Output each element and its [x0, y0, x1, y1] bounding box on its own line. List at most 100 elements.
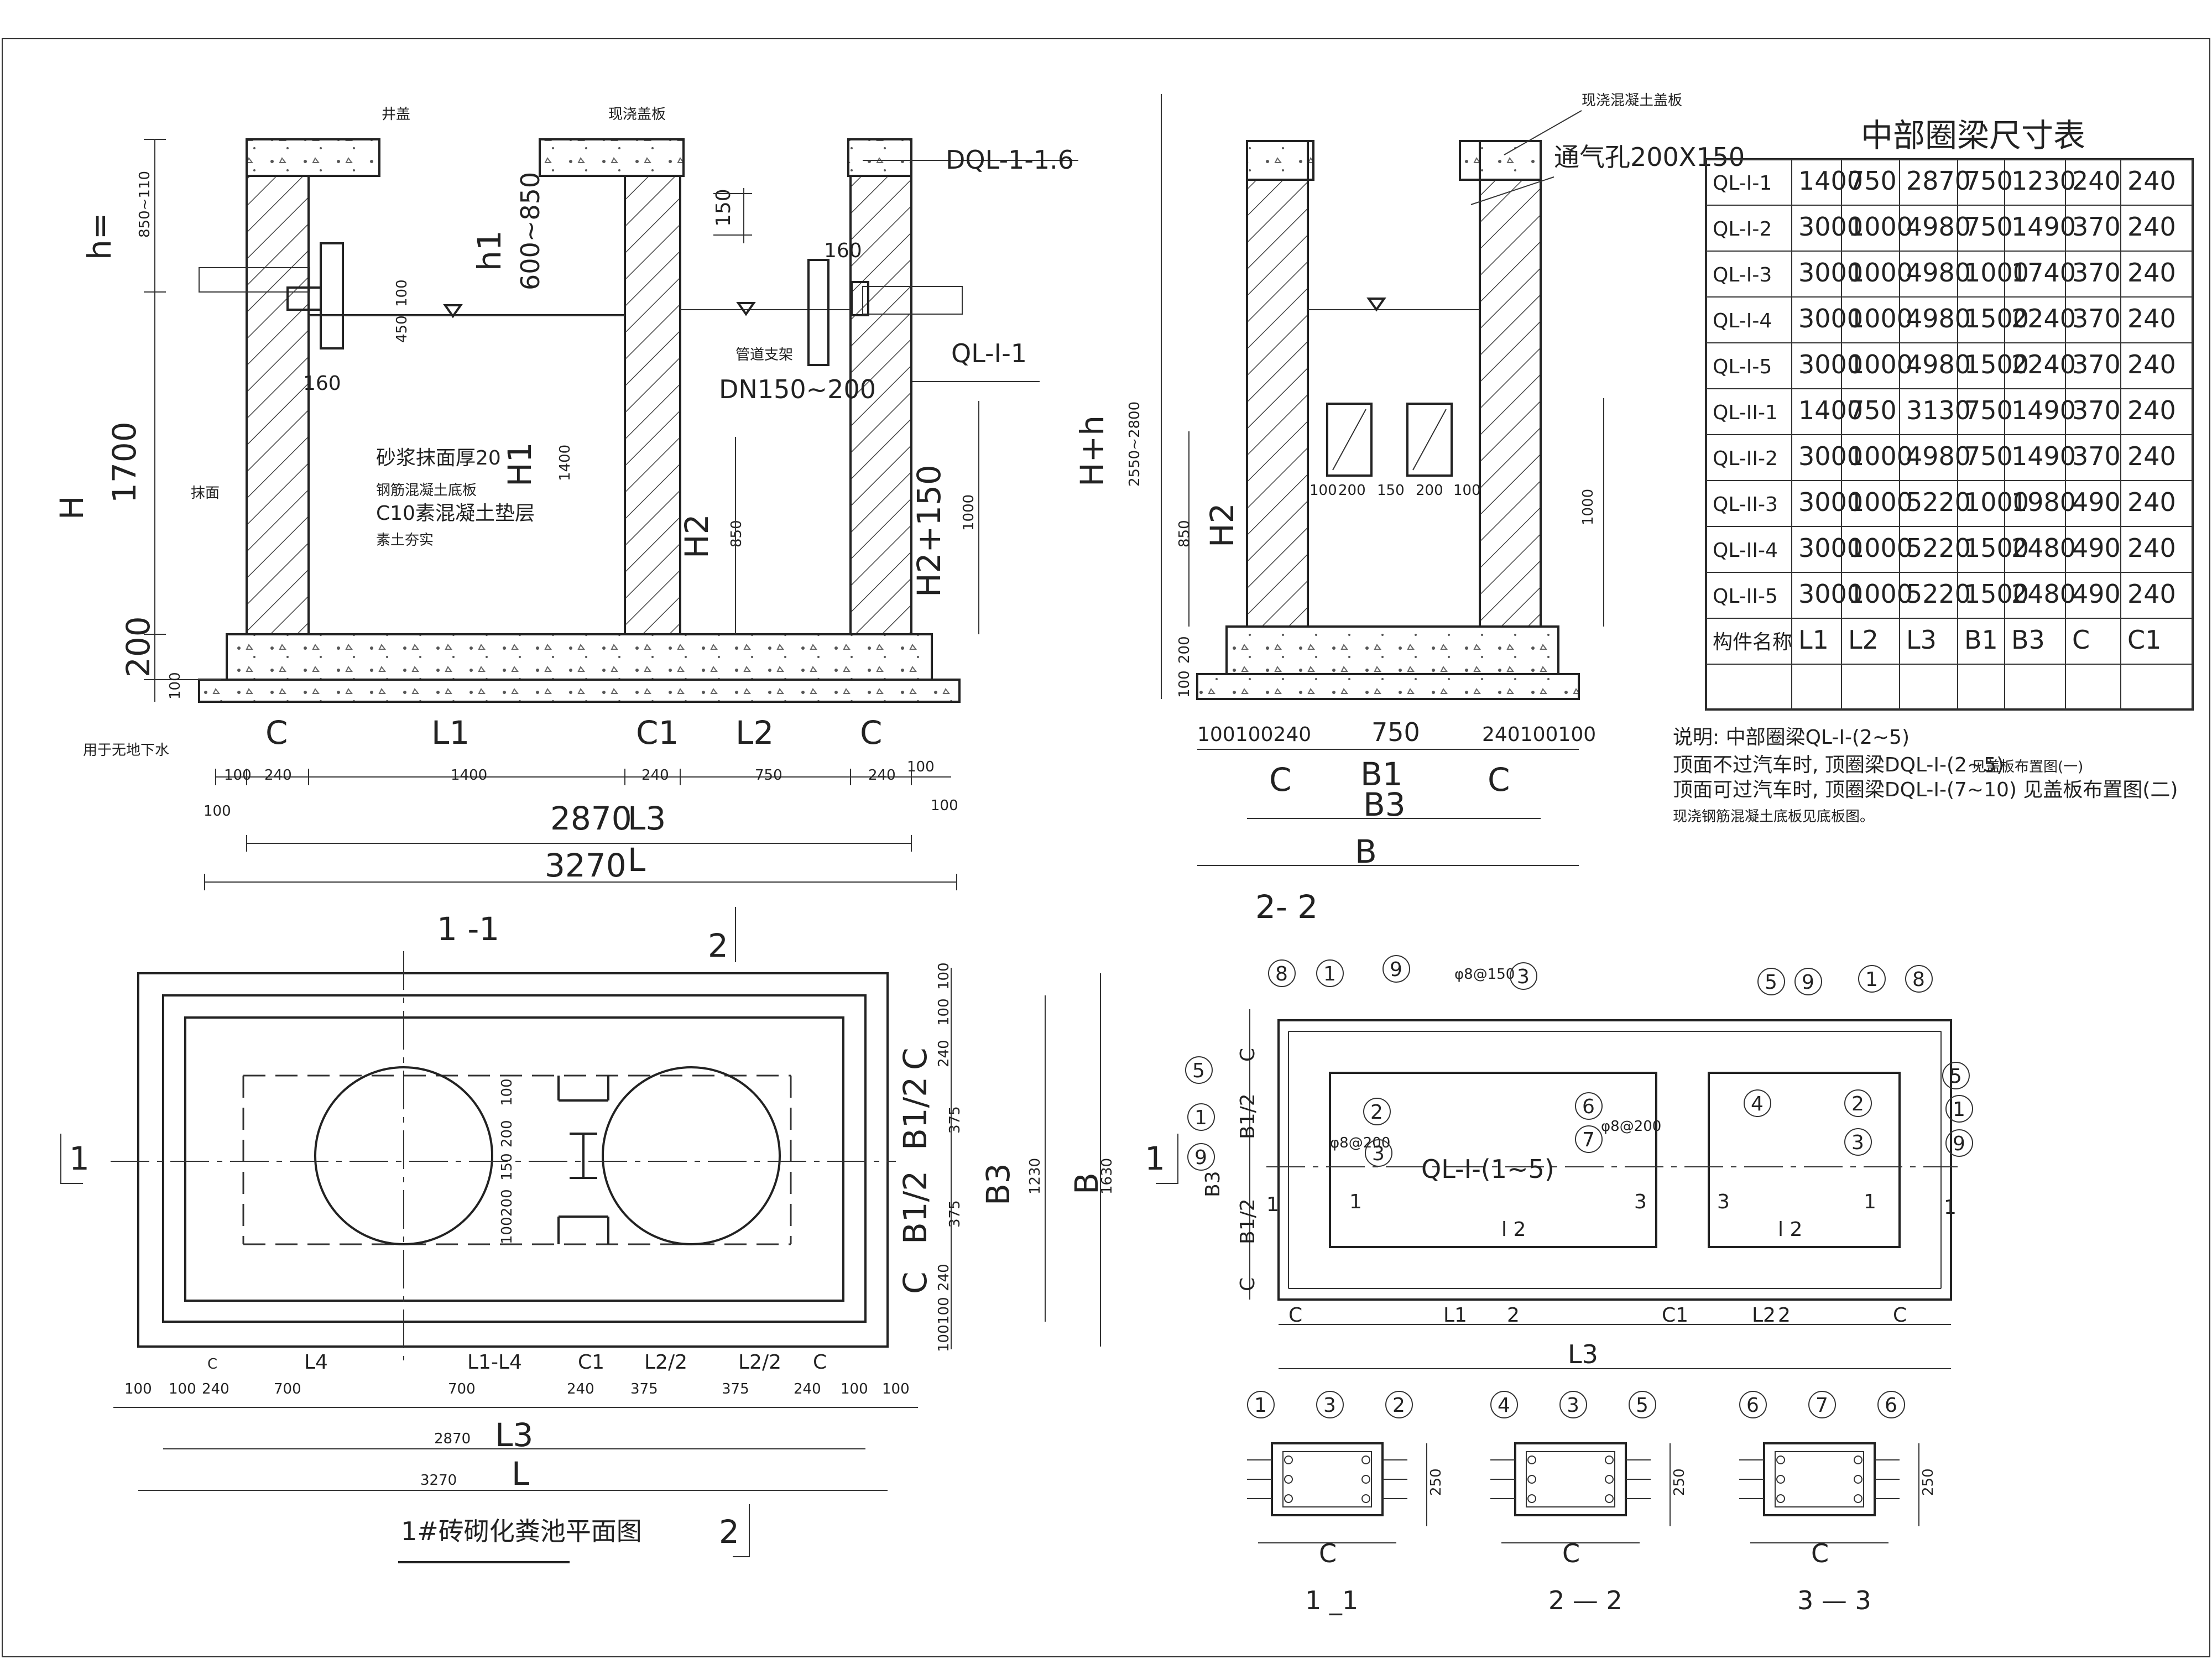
svg-text:9: 9 — [1953, 1133, 1965, 1155]
table-cell: 1000 — [1964, 258, 2029, 288]
d-100c: 100 — [204, 803, 231, 820]
table-cell: 750 — [1848, 395, 1897, 425]
s22-label-slab: 现浇混凝土盖板 — [1582, 92, 1682, 109]
left-cover-cap — [246, 138, 380, 177]
beam-marker: 7 — [1815, 1394, 1828, 1417]
table-cell: 1400 — [1798, 166, 1863, 196]
open-100a: 100 — [1310, 482, 1337, 499]
plan-h-700b: 700 — [448, 1381, 476, 1397]
plan-v-200b: 200 — [499, 1189, 515, 1217]
s22-b-B1: B1 — [1360, 755, 1403, 793]
ring-cut1a: 1 — [1266, 1193, 1279, 1216]
table-cell: 2240 — [2011, 304, 2076, 333]
table-cell: 1490 — [2011, 212, 2076, 242]
plan-h-375a: 375 — [630, 1381, 658, 1397]
table-cell: 1490 — [2011, 441, 2076, 471]
table-cell: 3000 — [1798, 441, 1863, 471]
table-cell: 750 — [1964, 166, 2013, 196]
d-100d: 100 — [931, 797, 958, 814]
plan-v-200a: 200 — [499, 1120, 515, 1147]
d-100b: 100 — [907, 759, 935, 775]
table-cell: 4980 — [1906, 304, 1971, 333]
plan-v-100b: 100 — [499, 1217, 515, 1244]
plan-r-1230: 1230 — [1027, 1158, 1044, 1194]
s22-b-row: 100100240 — [1197, 723, 1311, 746]
plan-cut-right: 1 — [1145, 1140, 1165, 1177]
svg-text:5: 5 — [1765, 971, 1777, 994]
marker-5a: 5 — [1757, 968, 1785, 995]
marker-5c: 5 — [1942, 1062, 1970, 1089]
open-100b: 100 — [1453, 482, 1481, 499]
table-cell: 4980 — [1906, 212, 1971, 242]
table-cell: 240 — [2127, 258, 2176, 288]
marker-3b: 3 — [1365, 1139, 1392, 1167]
s22-dim-100: 100 — [1176, 670, 1193, 698]
table-cell: 750 — [1964, 212, 2013, 242]
plan-h-100a: 100 — [124, 1381, 152, 1397]
marker-2a: 2 — [1363, 1098, 1391, 1125]
ring-sec3b: 3 — [1717, 1191, 1730, 1213]
table-cell: 3000 — [1798, 487, 1863, 517]
svg-text:8: 8 — [1275, 963, 1288, 985]
plan-title: 1#砖砌化粪池平面图 — [401, 1516, 642, 1546]
table-cell: 3000 — [1798, 533, 1863, 563]
table-cell: 1000 — [1848, 487, 1913, 517]
beam-height: 250 — [1920, 1468, 1937, 1496]
dim-1000: 1000 — [961, 494, 977, 531]
s22-dim-1000: 1000 — [1580, 489, 1597, 525]
s22-left-wall — [1246, 140, 1309, 628]
dim-1700: 1700 — [106, 421, 143, 503]
ring-outer — [1277, 1019, 1952, 1301]
table-cell: 5220 — [1906, 579, 1971, 609]
d-1400: 1400 — [451, 767, 487, 784]
note-soil: 素土夯实 — [376, 532, 434, 549]
table-cell: 3000 — [1798, 304, 1863, 333]
table-cell: QL-I-5 — [1713, 356, 1772, 378]
plan-r-B3: B3 — [979, 1163, 1017, 1206]
table-cell: B1 — [1964, 625, 1998, 655]
dim-H: H — [53, 495, 91, 520]
ring-v-C2: C — [1237, 1277, 1259, 1291]
s22-b-row2: 240100100 — [1482, 723, 1596, 746]
manhole-right — [602, 1066, 781, 1245]
plan-h-240c: 240 — [794, 1381, 821, 1397]
d-2870: 2870 — [550, 800, 632, 837]
dim-200: 200 — [119, 616, 157, 677]
dim-H2-150: H2+150 — [910, 465, 948, 597]
marker-1c: 1 — [1945, 1095, 1973, 1123]
section-1-1-title: 1 -1 — [437, 910, 499, 948]
open-200a: 200 — [1338, 482, 1366, 499]
plan-h-C1: C1 — [578, 1351, 604, 1374]
tag-ql: QL-I-1 — [951, 338, 1027, 368]
marker-7: 7 — [1575, 1125, 1603, 1153]
label-cover: 井盖 — [382, 106, 410, 123]
table-cell: 1000 — [1848, 304, 1913, 333]
ring-v-B3: B3 — [1202, 1171, 1224, 1197]
plan-r-B1a: B1/2 — [896, 1077, 934, 1150]
beam-title: 1 _1 — [1305, 1585, 1358, 1615]
d-L3: L3 — [628, 800, 666, 837]
ring-phi150: φ8@150 — [1454, 966, 1515, 983]
d-240c: 240 — [868, 767, 896, 784]
note-line3: 顶面可过汽车时, 顶圈梁DQL-I-(7~10) 见盖板布置图(二) — [1673, 779, 2178, 801]
plan-h-C: C — [207, 1356, 217, 1373]
dim-H1: H1 — [501, 442, 539, 487]
beam-marker: 6 — [1746, 1394, 1759, 1417]
s22-b-B3: B3 — [1363, 786, 1406, 823]
note-line4: 现浇钢筋混凝土底板见底板图。 — [1673, 808, 1874, 825]
table-cell: L2 — [1848, 625, 1879, 655]
d-240b: 240 — [641, 767, 669, 784]
ring-cut1b: 1 — [1944, 1196, 1957, 1219]
seg-L1: L1 — [431, 714, 469, 752]
table-cell: 490 — [2072, 579, 2121, 609]
marker-4: 4 — [1744, 1089, 1771, 1117]
svg-text:3: 3 — [1372, 1142, 1385, 1165]
table-cell: 370 — [2072, 304, 2121, 333]
ring-label: QL-I-(1~5) — [1421, 1154, 1554, 1184]
plan-cut-bottom: 2 — [719, 1513, 739, 1551]
d-L: L — [628, 841, 645, 879]
table-cell: QL-II-3 — [1713, 493, 1778, 516]
